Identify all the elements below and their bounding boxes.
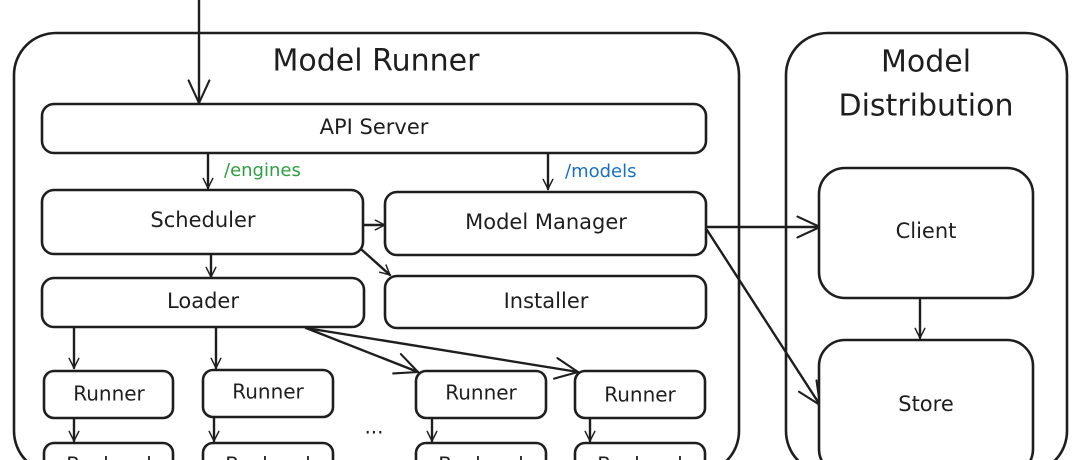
backend-node-2: Backend: [201, 441, 335, 460]
backend-label: Backend: [438, 453, 524, 460]
model-runner-container: Model Runner: [12, 31, 741, 460]
route-label-models: /models: [565, 161, 637, 182]
edges: [74, 0, 920, 443]
runner-node-1: Runner: [42, 369, 175, 420]
runner-node-3: Runner: [414, 369, 548, 420]
model-manager-label: Model Manager: [465, 210, 627, 234]
model-manager-node: Model Manager: [383, 190, 708, 257]
backend-label: Backend: [225, 453, 311, 460]
edge-loader-to-runner-3: [304, 326, 418, 372]
edge-model-manager-to-store: [705, 228, 820, 405]
backend-node-1: Backend: [42, 441, 175, 460]
route-label-engines: /engines: [224, 160, 301, 181]
runner-label: Runner: [232, 380, 304, 404]
model-distribution-title-line1: Model: [881, 45, 971, 80]
installer-label: Installer: [504, 289, 589, 313]
backend-label: Backend: [597, 453, 683, 460]
runner-node-4: Runner: [573, 369, 707, 420]
runner-label: Runner: [73, 382, 145, 406]
backend-node-4: Backend: [573, 441, 707, 460]
client-label: Client: [896, 219, 957, 243]
edge-scheduler-to-installer: [360, 248, 390, 277]
model-distribution-container: Model Distribution: [784, 31, 1069, 460]
scheduler-label: Scheduler: [150, 208, 255, 232]
backend-label: Backend: [66, 453, 152, 460]
loader-label: Loader: [167, 289, 239, 313]
installer-node: Installer: [383, 274, 708, 330]
runner-node-2: Runner: [201, 368, 335, 419]
client-node: Client: [817, 166, 1035, 300]
api-server-label: API Server: [320, 115, 429, 139]
store-node: Store: [817, 338, 1035, 460]
model-distribution-title-line2: Distribution: [838, 89, 1013, 124]
edge-loader-to-runner-4: [304, 326, 578, 372]
runner-ellipsis: ...: [364, 415, 383, 439]
backend-node-3: Backend: [414, 441, 548, 460]
runner-label: Runner: [604, 383, 676, 407]
store-label: Store: [898, 392, 954, 416]
loader-node: Loader: [40, 276, 366, 329]
runner-label: Runner: [445, 381, 517, 405]
model-runner-title: Model Runner: [273, 44, 481, 79]
api-server-node: API Server: [40, 102, 708, 155]
scheduler-node: Scheduler: [40, 188, 365, 256]
